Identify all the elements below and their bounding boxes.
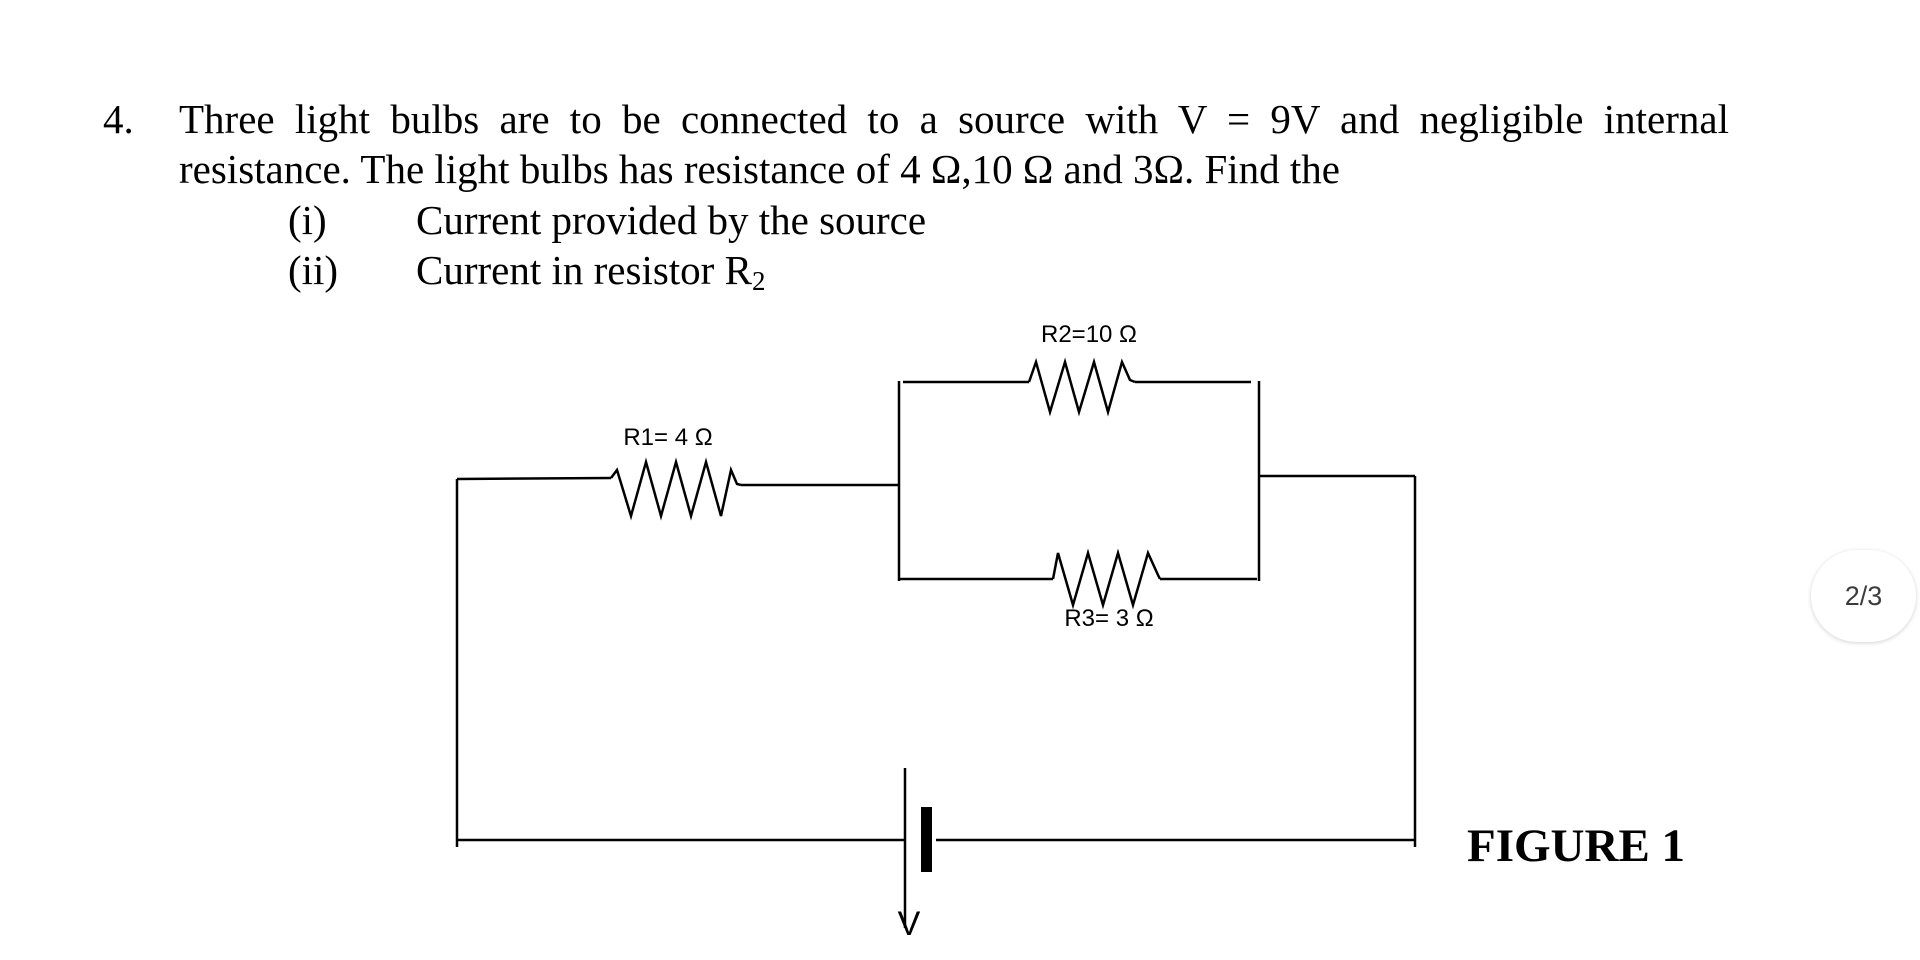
sub-question-text-ii-subscript: 2 [751, 266, 766, 296]
resistor-r3 [1051, 548, 1162, 610]
battery-short-plate [921, 807, 932, 872]
question-number: 4. [103, 96, 134, 142]
wire-top-left [456, 476, 612, 481]
resistor-r2 [1027, 357, 1136, 417]
source-label: V [898, 905, 921, 943]
sub-question-text-i: Current provided by the source [416, 197, 927, 243]
sub-question-label-i: (i) [288, 197, 327, 243]
r2-label: R2=10 Ω [1041, 321, 1137, 348]
resistor-r1 [610, 457, 742, 521]
r1-label: R1= 4 Ω [623, 424, 712, 451]
figure-caption: FIGURE 1 [1467, 820, 1686, 872]
question-text-line-2: resistance. The light bulbs has resistan… [179, 146, 1340, 192]
sub-question-text-ii: Current in resistor R2 [416, 245, 765, 306]
question-text-line-1: Three light bulbs are to be connected to… [179, 96, 1729, 142]
page-indicator[interactable]: 2/3 [1811, 550, 1916, 642]
sub-question-text-ii-main: Current in resistor R [416, 247, 752, 293]
sub-question-label-ii: (ii) [288, 247, 339, 293]
r3-label: R3= 3 Ω [1064, 605, 1153, 632]
